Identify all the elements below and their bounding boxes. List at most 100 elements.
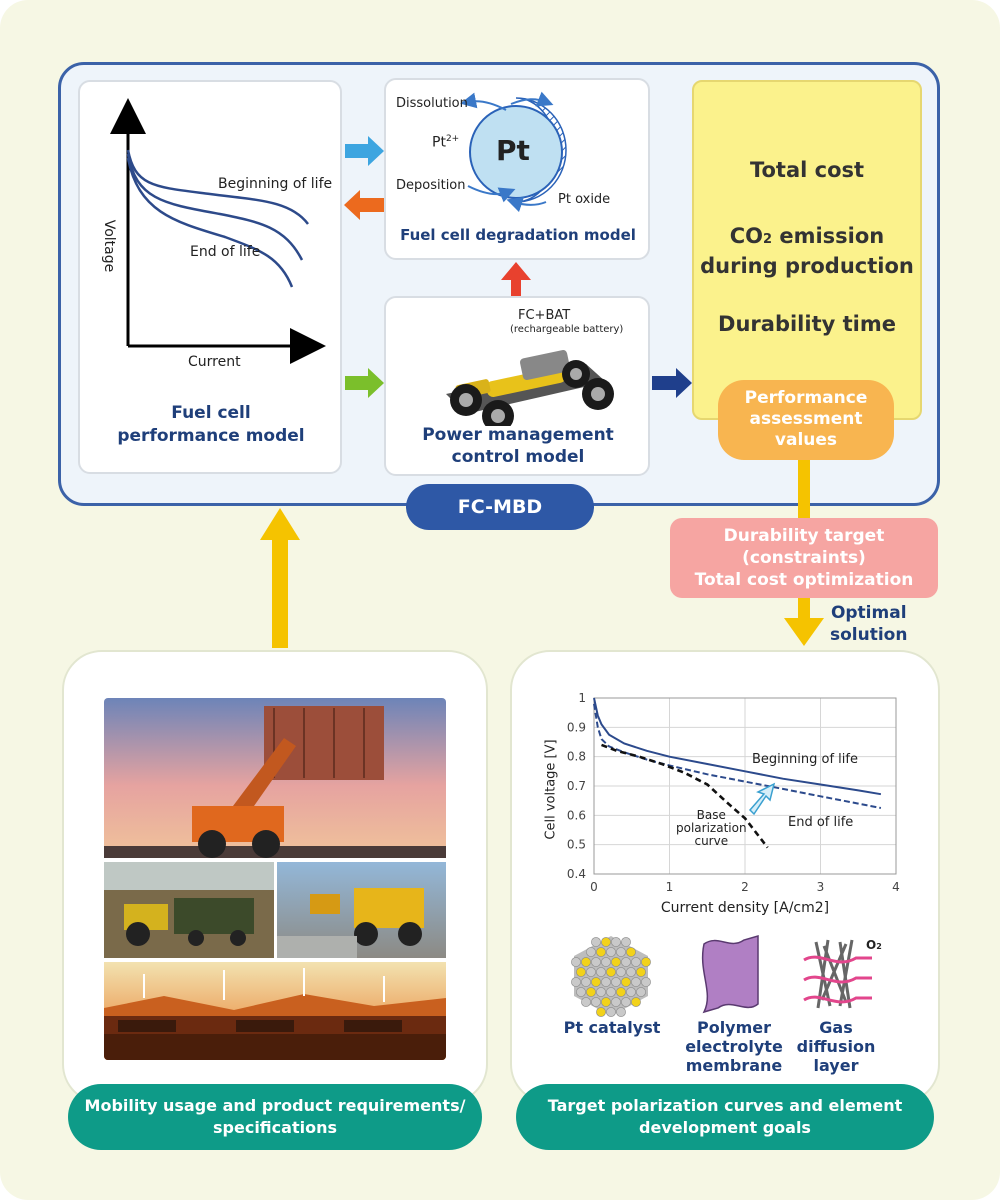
catalyst-atom	[636, 987, 646, 997]
power-management-card: FC+BAT (rechargeable battery) Power mana…	[384, 296, 650, 476]
catalyst-atom	[596, 1007, 606, 1017]
gas-diffusion-layer-icon	[803, 939, 872, 1009]
improvement-arrow	[748, 782, 776, 816]
membrane-label-line2: electrolyte	[685, 1037, 783, 1056]
catalyst-atom	[641, 957, 651, 967]
catalyst-atom	[591, 957, 601, 967]
mobility-photo-collage	[104, 698, 446, 1060]
catalyst-atom	[601, 997, 611, 1007]
pt-ion-charge: 2+	[445, 134, 460, 144]
catalyst-atom	[581, 977, 591, 987]
x-tick-label: 3	[817, 880, 825, 894]
outputs-box	[692, 80, 922, 420]
plot-frame	[593, 697, 897, 875]
fc-bat-label: FC+BAT	[518, 308, 571, 323]
catalyst-atom	[586, 987, 596, 997]
power-management-title-line1: Power management	[422, 425, 614, 445]
catalyst-atom	[611, 977, 621, 987]
targets-caption: Target polarization curves and element d…	[516, 1084, 934, 1150]
targets-panel	[510, 650, 940, 1104]
optimization-line2: (constraints)	[742, 548, 866, 568]
fc-mbd-badge: FC-MBD	[406, 484, 594, 530]
catalyst-atom	[596, 947, 606, 957]
catalyst-atom	[636, 967, 646, 977]
durability-time-label: Durability time	[718, 312, 896, 336]
pt-oxide-label: Pt oxide	[558, 192, 611, 207]
beginning-of-life-curve	[126, 149, 309, 225]
o2-sub: 2	[876, 942, 882, 951]
performance-model-title-line2: performance model	[117, 426, 305, 446]
catalyst-atom	[606, 1007, 616, 1017]
x-tick-label: 4	[892, 880, 900, 894]
arrow-power-to-degradation	[501, 262, 531, 296]
catalyst-atom	[611, 957, 621, 967]
catalyst-atom	[586, 947, 596, 957]
catalyst-atom	[586, 967, 596, 977]
catalyst-atom	[591, 977, 601, 987]
co2-sub: 2	[763, 232, 773, 247]
y-tick-label: 0.5	[567, 838, 586, 852]
catalyst-atom	[596, 987, 606, 997]
assessment-line1: Performance	[744, 388, 868, 408]
chart-grid	[593, 697, 897, 875]
performance-model-card: Beginning of life End of life Voltage Cu…	[78, 80, 342, 474]
catalyst-atom	[626, 947, 636, 957]
catalyst-atom	[626, 967, 636, 977]
gdl-label-line1: Gas	[819, 1018, 853, 1037]
voltage-current-sketch	[110, 98, 326, 364]
gdl-label: Gas diffusion layer	[786, 1018, 886, 1075]
gdl-label-line3: layer	[813, 1056, 859, 1075]
catalyst-atom	[616, 967, 626, 977]
assessment-line3: values	[774, 430, 838, 450]
mid-life-curve	[126, 153, 304, 261]
dissolution-label: Dissolution	[396, 96, 468, 111]
chart-legend-begin: Beginning of life	[752, 752, 858, 767]
catalyst-atom	[601, 937, 611, 947]
catalyst-atom	[601, 977, 611, 987]
pt-ion-label: Pt2+	[432, 134, 459, 151]
o2-label: O2	[866, 938, 882, 952]
performance-model-title: Fuel cell performance model	[80, 402, 342, 448]
y-tick-label: 1	[578, 691, 586, 705]
catalyst-atom	[576, 987, 586, 997]
arrow-to-power	[345, 368, 384, 398]
x-tick-label: 1	[666, 880, 674, 894]
total-cost-label: Total cost	[749, 158, 865, 182]
catalyst-atom	[591, 997, 601, 1007]
catalyst-atom	[631, 957, 641, 967]
catalyst-atom	[581, 957, 591, 967]
annotation-base-line1: Base	[696, 808, 726, 822]
optimization-line1: Durability target	[723, 526, 885, 546]
end-of-life-curve	[126, 157, 294, 288]
power-management-title-line2: control model	[451, 447, 585, 467]
pt-catalyst-label: Pt catalyst	[563, 1018, 661, 1037]
arrow-assessment-down	[798, 460, 810, 520]
catalyst-atom	[641, 977, 651, 987]
co2-pre: CO	[729, 224, 763, 248]
current-axis-label: Current	[188, 354, 241, 370]
mobility-caption: Mobility usage and product requirements/…	[68, 1084, 482, 1150]
chart-y-axis-label: Cell voltage [V]	[543, 739, 559, 840]
mobility-caption-line2: specifications	[213, 1118, 337, 1137]
catalyst-atom	[596, 967, 606, 977]
y-tick-label: 0.4	[567, 867, 586, 881]
y-tick-label: 0.6	[567, 808, 586, 822]
pt-particle-diagram	[460, 91, 567, 213]
pt-catalyst-icon	[571, 936, 651, 1017]
y-tick-label: 0.8	[567, 750, 586, 764]
series-line-2	[601, 743, 769, 849]
catalyst-atom	[631, 997, 641, 1007]
degradation-model-title: Fuel cell degradation model	[400, 226, 636, 244]
membrane-label: Polymer electrolyte membrane	[670, 1018, 798, 1075]
membrane-label-line1: Polymer	[696, 1018, 772, 1037]
chart-x-axis-label: Current density [A/cm2]	[660, 900, 830, 916]
collage-graphics	[104, 698, 446, 1060]
co2-emission-label: CO2 emission during production	[692, 223, 922, 279]
degradation-model-card: Pt Dissolution Pt2+ Deposition Pt oxide …	[384, 78, 650, 260]
curve-end-label: End of life	[190, 244, 261, 260]
targets-caption-line1: Target polarization curves and element	[547, 1096, 903, 1115]
targets-caption-line2: development goals	[639, 1118, 811, 1137]
chart-annotation-base: Base polarization curve	[676, 809, 747, 848]
